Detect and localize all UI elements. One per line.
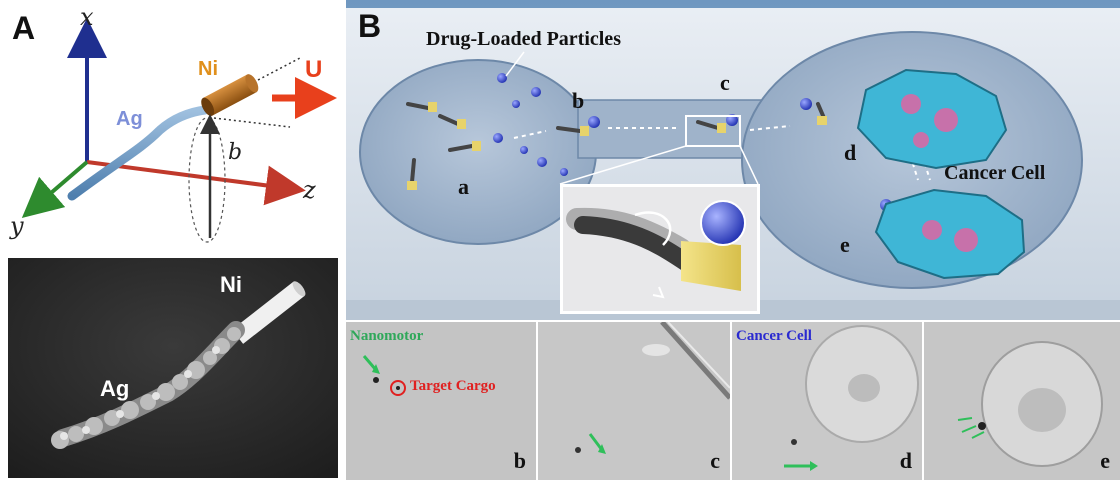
rotation-path xyxy=(188,117,226,243)
micrograph-d-label: d xyxy=(899,448,912,473)
micrograph-c: c xyxy=(538,322,732,480)
micrograph-d: Cancer Cell d xyxy=(732,322,924,480)
step-b: b xyxy=(572,88,585,113)
step-c: c xyxy=(720,70,730,95)
micrograph-e: e xyxy=(924,322,1120,480)
sem-ni-label: Ni xyxy=(220,272,242,297)
panel-b-letter: B xyxy=(358,8,382,44)
cancer-cell-top xyxy=(856,68,1008,170)
sem-ag-label: Ag xyxy=(100,376,130,401)
micrograph-e-label: e xyxy=(1100,448,1110,473)
u-label: U xyxy=(305,56,323,83)
micrograph-b-label: b xyxy=(513,448,526,473)
ag-segment xyxy=(67,105,210,201)
cancer-cell-micro-label: Cancer Cell xyxy=(736,328,812,344)
micrograph-b: Nanomotor Target Cargo b xyxy=(346,322,538,480)
step-a: a xyxy=(458,174,469,199)
step-d: d xyxy=(844,140,857,165)
step-e: e xyxy=(840,232,850,257)
panel-a-diagram xyxy=(21,18,337,243)
z-axis-label: z xyxy=(303,176,316,204)
drug-loaded-title: Drug-Loaded Particles xyxy=(426,28,621,50)
ag-label: Ag xyxy=(116,108,143,130)
b-label: b xyxy=(228,140,243,165)
sem-image: Ni Ag xyxy=(8,258,338,478)
panel-a: A xyxy=(0,0,340,252)
y-axis xyxy=(21,160,89,219)
micrograph-c-label: c xyxy=(710,448,720,473)
ni-label: Ni xyxy=(198,58,218,80)
target-cargo-label: Target Cargo xyxy=(410,378,496,394)
y-axis-label: y xyxy=(10,212,24,240)
nanomotor-label: Nanomotor xyxy=(350,328,424,344)
panel-a-letter: A xyxy=(12,10,36,46)
zoom-inset xyxy=(560,184,760,314)
x-axis-label: x xyxy=(80,3,94,31)
cancer-cell-label: Cancer Cell xyxy=(944,162,1046,184)
ni-segment xyxy=(201,74,259,116)
panel-b: B Drug-Loaded Particles Cancer Cell a b … xyxy=(346,0,1120,320)
cancer-cell-bottom xyxy=(874,188,1026,280)
